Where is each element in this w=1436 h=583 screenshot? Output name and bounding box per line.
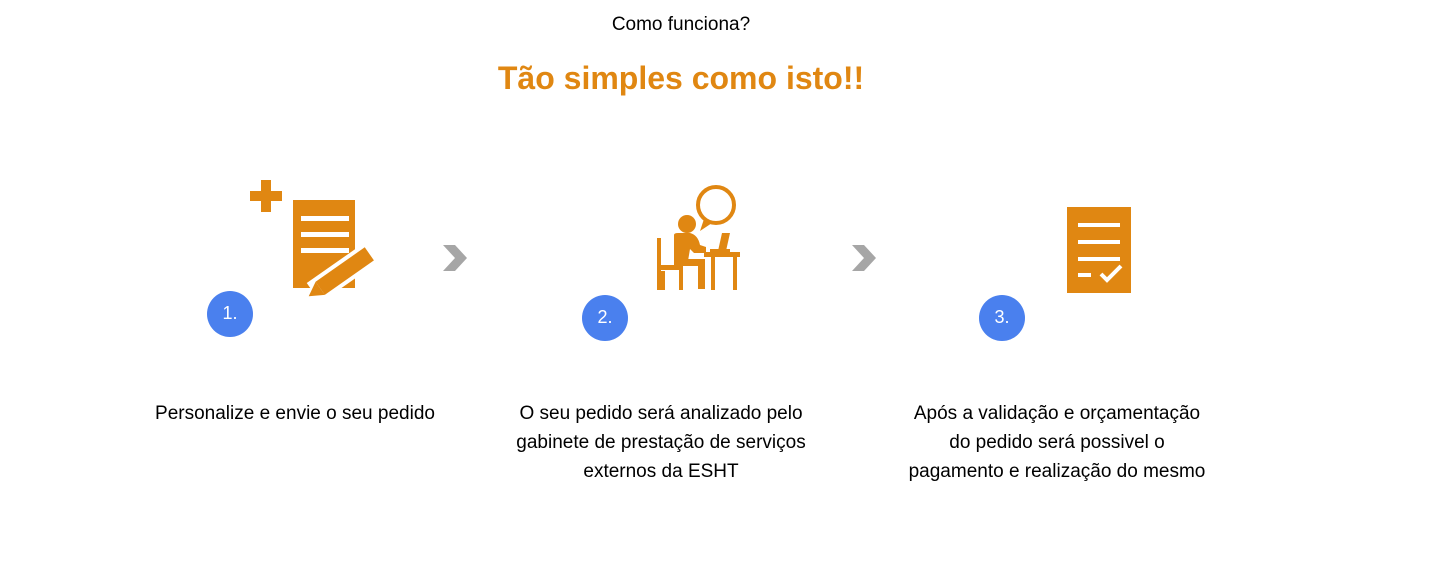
add-document-pencil-icon [250,180,375,298]
page-title: Tão simples como isto!! [497,60,865,96]
step-3-badge: 3. [979,295,1025,341]
document-checked-icon [1067,207,1131,293]
step-2-badge: 2. [582,295,628,341]
header-subtitle: Como funciona? [611,14,751,35]
step-1-text: Personalize e envie o seu pedido [155,403,435,424]
chevron-right-icon [852,245,876,271]
step-2-text: O seu pedido será analizado pelo gabinet… [516,403,806,482]
person-at-computer-icon [657,185,740,290]
step-3-text: Após a validação e orçamentação do pedid… [908,403,1206,482]
chevron-right-icon [443,245,467,271]
step-1-badge: 1. [207,291,253,337]
